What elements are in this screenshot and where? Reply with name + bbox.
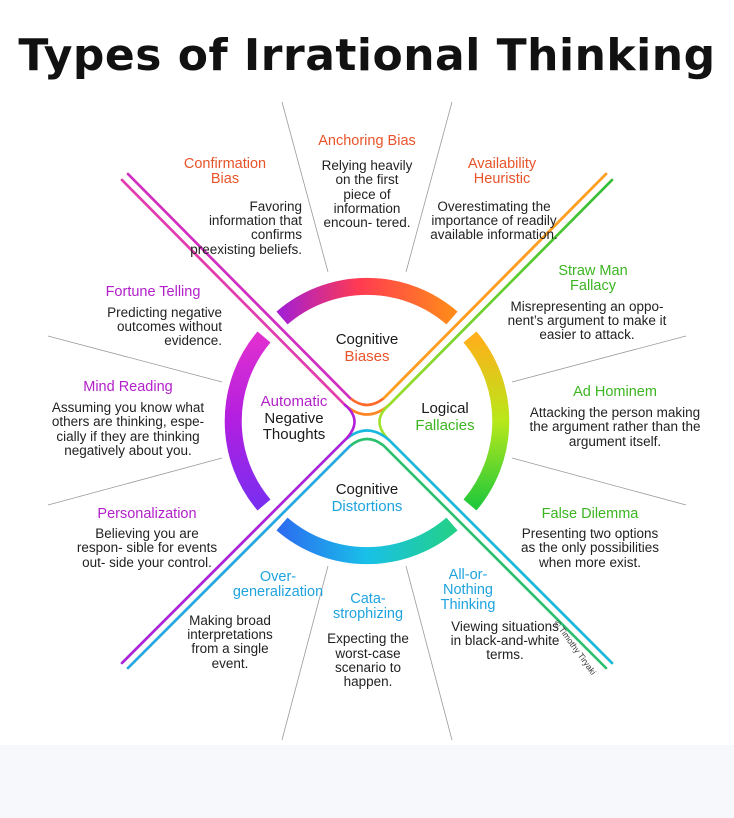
fortunetelling-title: Fortune Telling [105, 284, 201, 300]
anchoring-text: Relying heavily on the first piece of in… [321, 158, 413, 230]
personalization-title: Personalization [97, 506, 197, 522]
catastrophizing-text: Expecting the worst-case scenario to hap… [327, 631, 409, 689]
divider-lines [47, 101, 687, 741]
item-all-or-nothing-title: All-or- Nothing Thinking [430, 567, 506, 614]
item-catastrophizing: Cata- strophizing Expecting the worst-ca… [318, 591, 418, 689]
cognitive-distortions-line2: Distortions [331, 497, 403, 515]
center-automatic-negative-thoughts: Automatic Negative Thoughts [240, 393, 348, 444]
cognitive-biases-line2: Biases [344, 347, 390, 365]
item-confirmation-bias-title: Confirmation Bias [170, 156, 280, 188]
strawman-title1: Straw Man [558, 263, 628, 279]
automatic-line3: Thoughts [262, 426, 326, 443]
item-personalization: Personalization Believing you are respon… [58, 506, 236, 570]
falsedilemma-text: Presenting two options as the only possi… [520, 526, 660, 570]
item-false-dilemma: False Dilemma Presenting two options as … [500, 506, 680, 570]
automatic-line1: Automatic [260, 393, 328, 410]
availability-text: Overestimating the importance of readily… [430, 199, 558, 243]
item-availability-heuristic-title: Availability Heuristic [452, 156, 552, 188]
overgeneralization-title2: generalization [232, 584, 324, 601]
adhominem-title: Ad Hominem [573, 384, 657, 400]
allornothing-text: Viewing situations in black-and-white te… [450, 619, 560, 663]
item-ad-hominem: Ad Hominem Attacking the person making t… [520, 384, 710, 449]
automatic-line2: Negative [264, 409, 324, 427]
confirmation-title2: Bias [210, 171, 240, 188]
overgeneralization-title1: Over- [259, 569, 297, 585]
catastrophizing-title1: Cata- [350, 591, 386, 607]
catastrophizing-title2: strophizing [332, 606, 404, 623]
strawman-title2: Fallacy [570, 278, 616, 295]
strawman-text: Misrepresenting an oppo- nent’s argument… [507, 299, 667, 343]
confirmation-title1: Confirmation [183, 156, 267, 172]
footer-area [0, 745, 734, 818]
allornothing-title2: Nothing [443, 582, 493, 599]
center-cognitive-biases: Cognitive Biases [307, 331, 427, 365]
cognitive-biases-line1: Cognitive [335, 331, 399, 348]
overgeneralization-text: Making broad interpretations from a sing… [187, 613, 273, 671]
anchoring-title: Anchoring Bias [318, 133, 416, 149]
adhominem-text: Attacking the person making the argument… [529, 405, 701, 449]
center-cognitive-distortions: Cognitive Distortions [302, 481, 432, 515]
allornothing-title3: Thinking [440, 597, 496, 614]
wheel-arcs [224, 277, 510, 565]
personalization-text: Believing you are respon- sible for even… [76, 526, 218, 570]
allornothing-title1: All-or- [448, 567, 488, 583]
mindreading-title: Mind Reading [83, 379, 173, 395]
availability-title2: Heuristic [473, 171, 531, 188]
cross-lines [120, 172, 614, 670]
cognitive-distortions-line1: Cognitive [335, 481, 399, 498]
logical-fallacies-line2: Fallacies [415, 416, 475, 434]
logical-fallacies-line1: Logical [421, 400, 469, 417]
item-straw-man-title: Straw Man Fallacy [540, 263, 646, 295]
center-logical-fallacies: Logical Fallacies [395, 400, 495, 434]
item-anchoring-bias: Anchoring Bias Relying heavily on the fi… [305, 133, 429, 230]
item-mind-reading: Mind Reading Assuming you know what othe… [36, 379, 220, 458]
item-overgeneralization-title: Over- generalization [226, 569, 330, 601]
confirmation-text: Favoring information that confirms preex… [190, 199, 302, 257]
item-fortune-telling-title: Fortune Telling [90, 284, 216, 300]
availability-title1: Availability [467, 156, 537, 172]
mindreading-text: Assuming you know what others are thinki… [51, 400, 205, 458]
falsedilemma-title: False Dilemma [541, 506, 639, 522]
fortunetelling-text: Predicting negative outcomes without evi… [107, 305, 222, 349]
page-title: Types of Irrational Thinking [18, 30, 716, 81]
